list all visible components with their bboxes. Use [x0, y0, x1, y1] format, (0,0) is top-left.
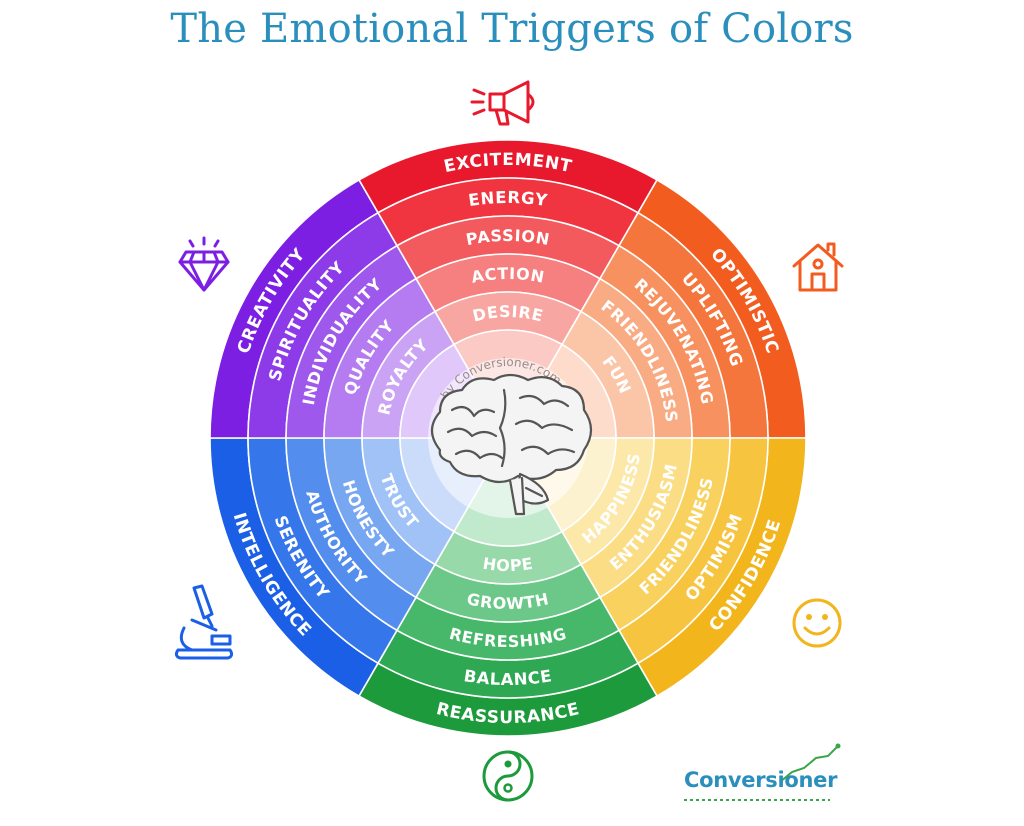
trigger-growth: GROWTH	[465, 589, 551, 613]
brand-logo: Conversioner	[680, 742, 850, 806]
yin-yang-icon	[482, 750, 534, 802]
trigger-balance: BALANCE	[463, 666, 554, 689]
brain-icon	[430, 373, 593, 516]
trigger-desire: DESIRE	[471, 302, 546, 326]
house-icon	[792, 242, 844, 292]
trigger-action: ACTION	[470, 264, 547, 287]
wheel-center: by Conversioner.com	[428, 355, 593, 518]
microscope-icon	[174, 584, 234, 660]
megaphone-icon	[470, 80, 535, 126]
smiley-icon	[792, 598, 842, 648]
trigger-passion: PASSION	[464, 226, 551, 249]
page-title: The Emotional Triggers of Colors	[170, 6, 854, 52]
diamond-icon	[178, 236, 230, 292]
brand-name: Conversioner	[684, 768, 838, 792]
trigger-energy: ENERGY	[467, 188, 549, 210]
trigger-hope: HOPE	[482, 554, 535, 575]
